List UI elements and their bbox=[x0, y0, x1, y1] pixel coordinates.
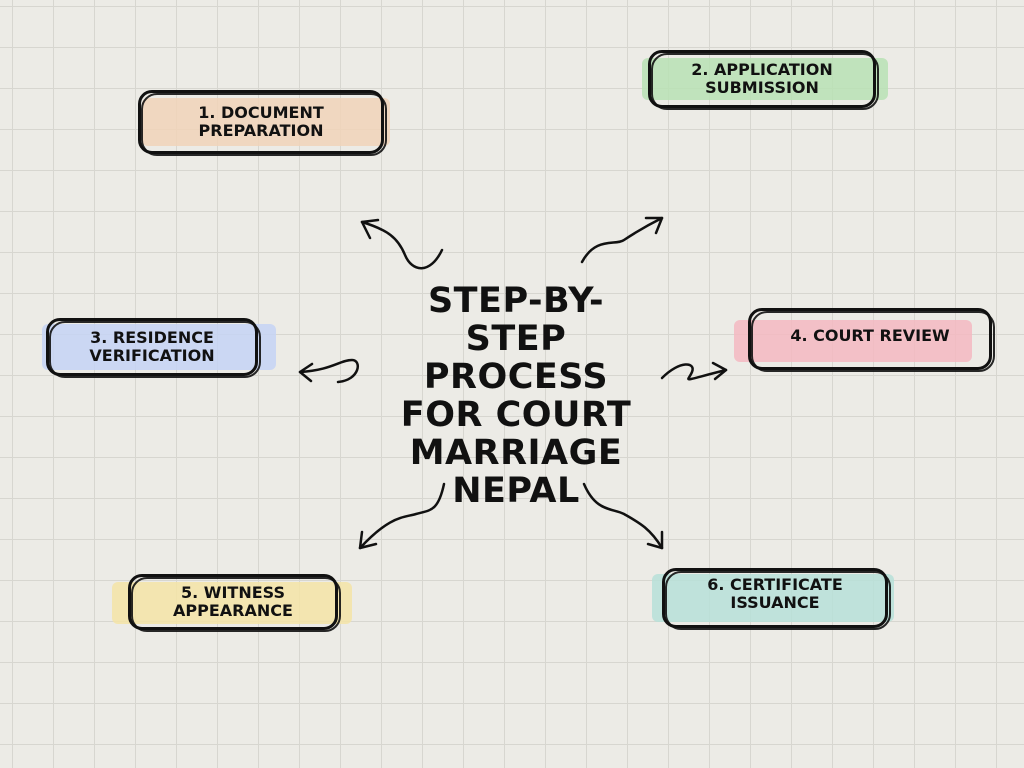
step-label: 1. DOCUMENT PREPARATION bbox=[198, 103, 324, 140]
step-label: 3. RESIDENCE VERIFICATION bbox=[89, 328, 215, 365]
step-highlight bbox=[142, 98, 390, 146]
diagram-title: STEP-BY-STEP PROCESS FOR COURT MARRIAGE … bbox=[400, 281, 632, 511]
arrow-to-step-5 bbox=[358, 482, 446, 550]
arrow-to-step-1 bbox=[360, 218, 444, 270]
arrow-to-step-6 bbox=[582, 482, 664, 550]
step-node-document-preparation: 1. DOCUMENT PREPARATION bbox=[138, 90, 390, 156]
step-node-court-review: 4. COURT REVIEW bbox=[734, 308, 995, 372]
step-label: 2. APPLICATION SUBMISSION bbox=[691, 60, 833, 97]
step-highlight bbox=[652, 574, 894, 622]
step-highlight bbox=[734, 320, 972, 362]
step-node-application-submission: 2. APPLICATION SUBMISSION bbox=[642, 50, 888, 110]
arrow-to-step-3 bbox=[298, 358, 359, 384]
step-highlight bbox=[42, 324, 276, 370]
step-node-certificate-issuance: 6. CERTIFICATE ISSUANCE bbox=[652, 568, 894, 630]
arrow-to-step-4 bbox=[660, 361, 728, 381]
step-highlight bbox=[112, 582, 352, 624]
step-label: 6. CERTIFICATE ISSUANCE bbox=[707, 575, 843, 612]
step-node-witness-appearance: 5. WITNESS APPEARANCE bbox=[112, 574, 352, 632]
step-label: 4. COURT REVIEW bbox=[790, 326, 950, 345]
step-highlight bbox=[642, 58, 888, 100]
arrow-to-step-2 bbox=[580, 216, 664, 264]
step-node-residence-verification: 3. RESIDENCE VERIFICATION bbox=[42, 318, 276, 378]
step-label: 5. WITNESS APPEARANCE bbox=[173, 583, 293, 620]
